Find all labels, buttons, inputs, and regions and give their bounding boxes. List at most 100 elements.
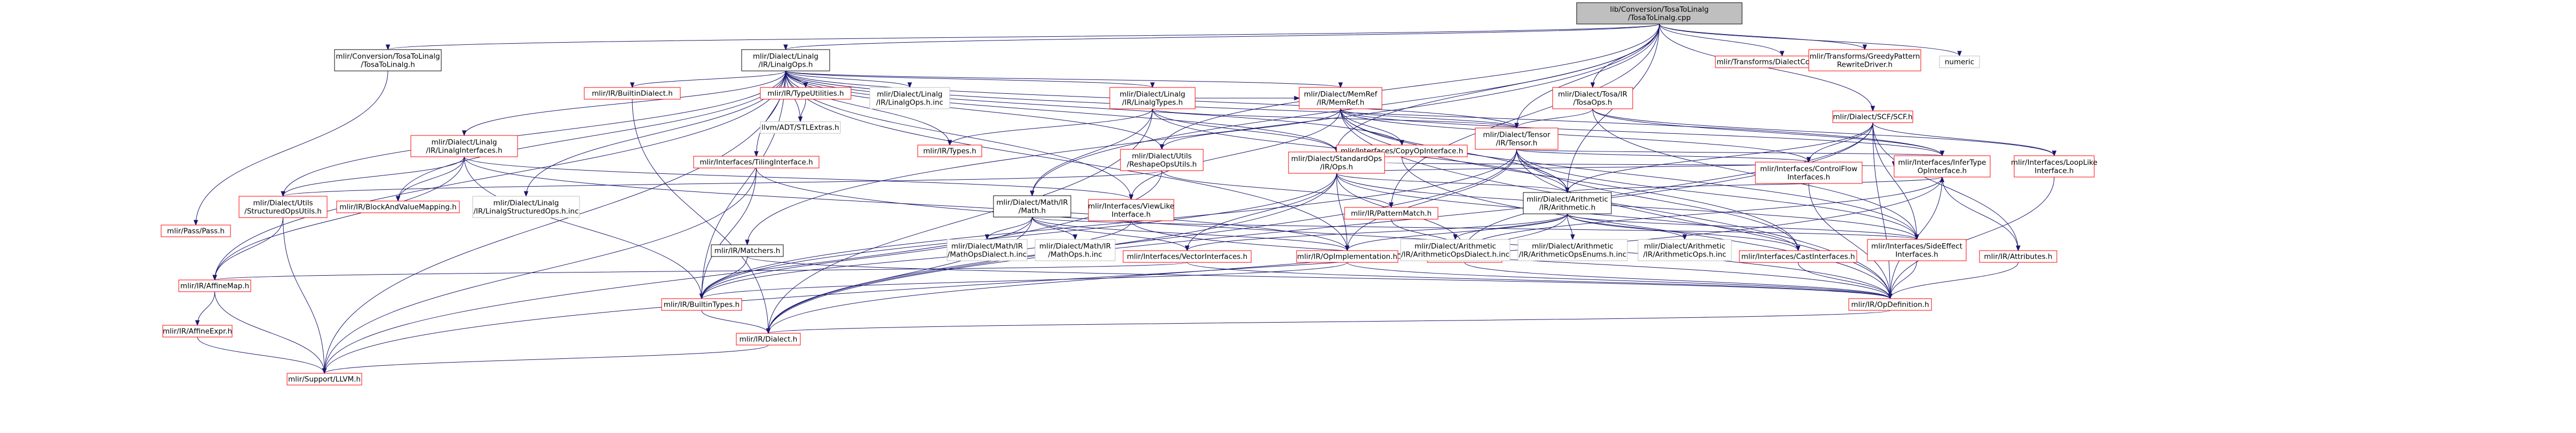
node-label: mlir/Interfaces/LoopLike — [2011, 158, 2097, 167]
edge-structuredopsutils_h-to-llvm_h — [283, 217, 325, 374]
node-llvm-h: mlir/Support/LLVM.h — [287, 373, 362, 386]
edge-arithmetic_h-to-castinterfaces_h — [1567, 213, 1799, 251]
node-label: /MathOps.h.inc — [1048, 250, 1102, 259]
node-math-h[interactable]: mlir/Dialect/Math/IR/Math.h — [993, 195, 1071, 218]
edge-castinterfaces_h-to-opdefinition_h — [1798, 262, 1890, 299]
node-structuredopsutils-h: mlir/Dialect/Utils/StructuredOpsUtils.h — [238, 196, 328, 218]
edge-scf_h-to-arithmetic_h — [1567, 122, 1873, 193]
edge-tensor_h-to-infertype_h — [1516, 149, 1943, 156]
edge-sideeffect_h-to-opdefinition_h — [1890, 260, 1917, 299]
edge-arrowhead — [395, 196, 401, 202]
node-box — [584, 87, 681, 100]
node-box — [1517, 239, 1628, 261]
node-dialect-h: mlir/IR/Dialect.h — [736, 333, 801, 346]
edge-arrowhead — [1389, 202, 1394, 209]
node-builtintypes-h: mlir/IR/BuiltinTypes.h — [661, 298, 742, 311]
node-label: llvm/ADT/STLExtras.h — [761, 124, 839, 132]
node-box — [661, 298, 742, 311]
edge-arrowhead — [1590, 82, 1595, 89]
node-arithopsdialect-inc: mlir/Dialect/Arithmetic/IR/ArithmeticOps… — [1400, 239, 1510, 261]
edge-root-to-tensor_h — [1516, 23, 1660, 129]
node-label: mlir/IR/Matchers.h — [714, 247, 781, 255]
node-box — [1109, 87, 1196, 109]
node-label: mlir/IR/OpImplementation.h — [1297, 253, 1397, 261]
edge-arrowhead — [1862, 44, 1867, 51]
node-label: /IR/Ops.h — [1320, 163, 1353, 171]
node-label: mlir/Dialect/Math/IR — [996, 198, 1068, 207]
node-typeutilities-h: mlir/IR/TypeUtilities.h — [760, 87, 852, 100]
node-box — [287, 373, 362, 386]
node-label: mlir/Dialect/Utils — [1132, 152, 1191, 161]
edge-arrowhead — [1888, 293, 1893, 300]
node-root: lib/Conversion/TosaToLinalg/TosaToLinalg… — [1576, 2, 1743, 25]
node-box — [1832, 110, 1913, 123]
edge-root-to-dialectconv_h — [1659, 23, 1783, 57]
node-label: Interface.h — [1111, 210, 1150, 219]
node-conv-h[interactable]: mlir/Conversion/TosaToLinalg/TosaToLinal… — [334, 49, 442, 71]
node-label: mlir/Dialect/Math/IR — [951, 242, 1023, 251]
edge-linalgtypes_h-to-tensor_h — [1152, 108, 1517, 129]
edge-builtintypes_h-to-dialect_h — [701, 310, 769, 334]
edge-root-to-linalgops_h — [785, 23, 1660, 50]
edge-root-to-patternmatch_h — [1391, 23, 1660, 208]
edge-arrowhead — [1150, 82, 1155, 89]
edge-tensor_h-to-builtintypes_h — [701, 149, 1517, 299]
edge-arrowhead — [984, 234, 990, 240]
edge-root-to-standardops_h — [1336, 23, 1660, 153]
edge-root-to-matchers_h — [747, 23, 1660, 245]
node-label: /ReshapeOpsUtils.h — [1127, 160, 1197, 169]
node-scf-h: mlir/Dialect/SCF/SCF.h — [1832, 110, 1913, 123]
node-label: mlir/IR/TypeUtilities.h — [767, 90, 844, 98]
node-matchers-h[interactable]: mlir/IR/Matchers.h — [711, 244, 784, 257]
node-greedy-h: mlir/Transforms/GreedyPatternRewriteDriv… — [1808, 49, 1921, 71]
edge-vectorinterfaces_h-to-affinemap_h — [214, 262, 1188, 280]
edge-linalgops_h-to-llvm_h — [324, 70, 786, 374]
edge-tosaops_h-to-looplike_h — [1592, 108, 2055, 156]
node-label: Interfaces.h — [1787, 173, 1830, 181]
node-box — [947, 239, 1028, 261]
edge-arrowhead — [195, 320, 200, 326]
node-linalginterfaces-h: mlir/Dialect/Linalg/IR/LinalgInterfaces.… — [410, 135, 518, 157]
edge-arithmetic_h-to-sideeffect_h — [1567, 213, 1917, 240]
node-label: mlir/Dialect/Math/IR — [1039, 242, 1111, 251]
node-label: mlir/Dialect/Linalg — [494, 199, 559, 207]
node-box — [711, 244, 784, 257]
edge-standardops_h-to-vectorinterfaces_h — [1187, 173, 1337, 251]
node-label: mlir/Dialect/Arithmetic — [1644, 242, 1726, 251]
node-arithmetic-h[interactable]: mlir/Dialect/Arithmetic/IR/Arithmetic.h — [1523, 192, 1612, 214]
edge-linalgtypes_h-to-types_h — [949, 108, 1153, 146]
node-label: mlir/Transforms/GreedyPattern — [1810, 52, 1920, 61]
edge-linalginterfaces_h-to-builtintypes_h — [464, 156, 702, 299]
edge-memref_h-to-reshapeopsutils_h — [1162, 108, 1341, 150]
edge-memref_h-to-sideeffect_h — [1340, 108, 1917, 240]
edge-arrowhead — [798, 116, 803, 123]
edge-arithmetic_h-to-dialect_h — [768, 213, 1568, 334]
edge-arrowhead — [1682, 234, 1687, 240]
node-tosaops-h: mlir/Dialect/Tosa/IR/TosaOps.h — [1552, 87, 1633, 109]
node-box — [1344, 207, 1438, 220]
edge-linalgops_h-to-infertype_h — [785, 70, 1943, 156]
node-affinemap-h: mlir/IR/AffineMap.h — [178, 279, 251, 292]
node-label: /IR/LinalgOps.h.inc — [876, 98, 943, 107]
edge-arrowhead — [462, 130, 467, 137]
node-label: mlir/Dialect/StandardOps — [1291, 155, 1382, 163]
edge-linalgops_h-to-reshapeopsutils_h — [785, 70, 1162, 150]
node-linalgops-h[interactable]: mlir/Dialect/Linalg/IR/LinalgOps.h — [741, 49, 830, 71]
edge-arrowhead — [1570, 234, 1575, 240]
edge-arrowhead — [699, 293, 704, 300]
edge-tensor_h-to-dialect_h — [768, 149, 1517, 334]
edge-root-to-conv_h — [387, 23, 1660, 50]
edge-root-to-reshapeopsutils_h — [1162, 23, 1660, 150]
edge-arrowhead — [947, 140, 952, 146]
edge-affinemap_h-to-llvm_h — [214, 291, 325, 374]
node-label: mlir/IR/Attributes.h — [1984, 253, 2052, 261]
edge-math_h-to-sideeffect_h — [1032, 217, 1917, 240]
node-builtindialect-h: mlir/IR/BuiltinDialect.h — [584, 87, 681, 100]
edge-arrowhead — [1345, 245, 1350, 252]
edge-linalginterfaces_h-to-blockandvalue_h — [397, 156, 465, 202]
edge-math_h-to-mathopsdialect_inc — [987, 217, 1032, 240]
edge-linalgops_h-to-builtintypes_h — [701, 70, 786, 299]
edge-tilinginterface_h-to-llvm_h — [324, 167, 757, 374]
